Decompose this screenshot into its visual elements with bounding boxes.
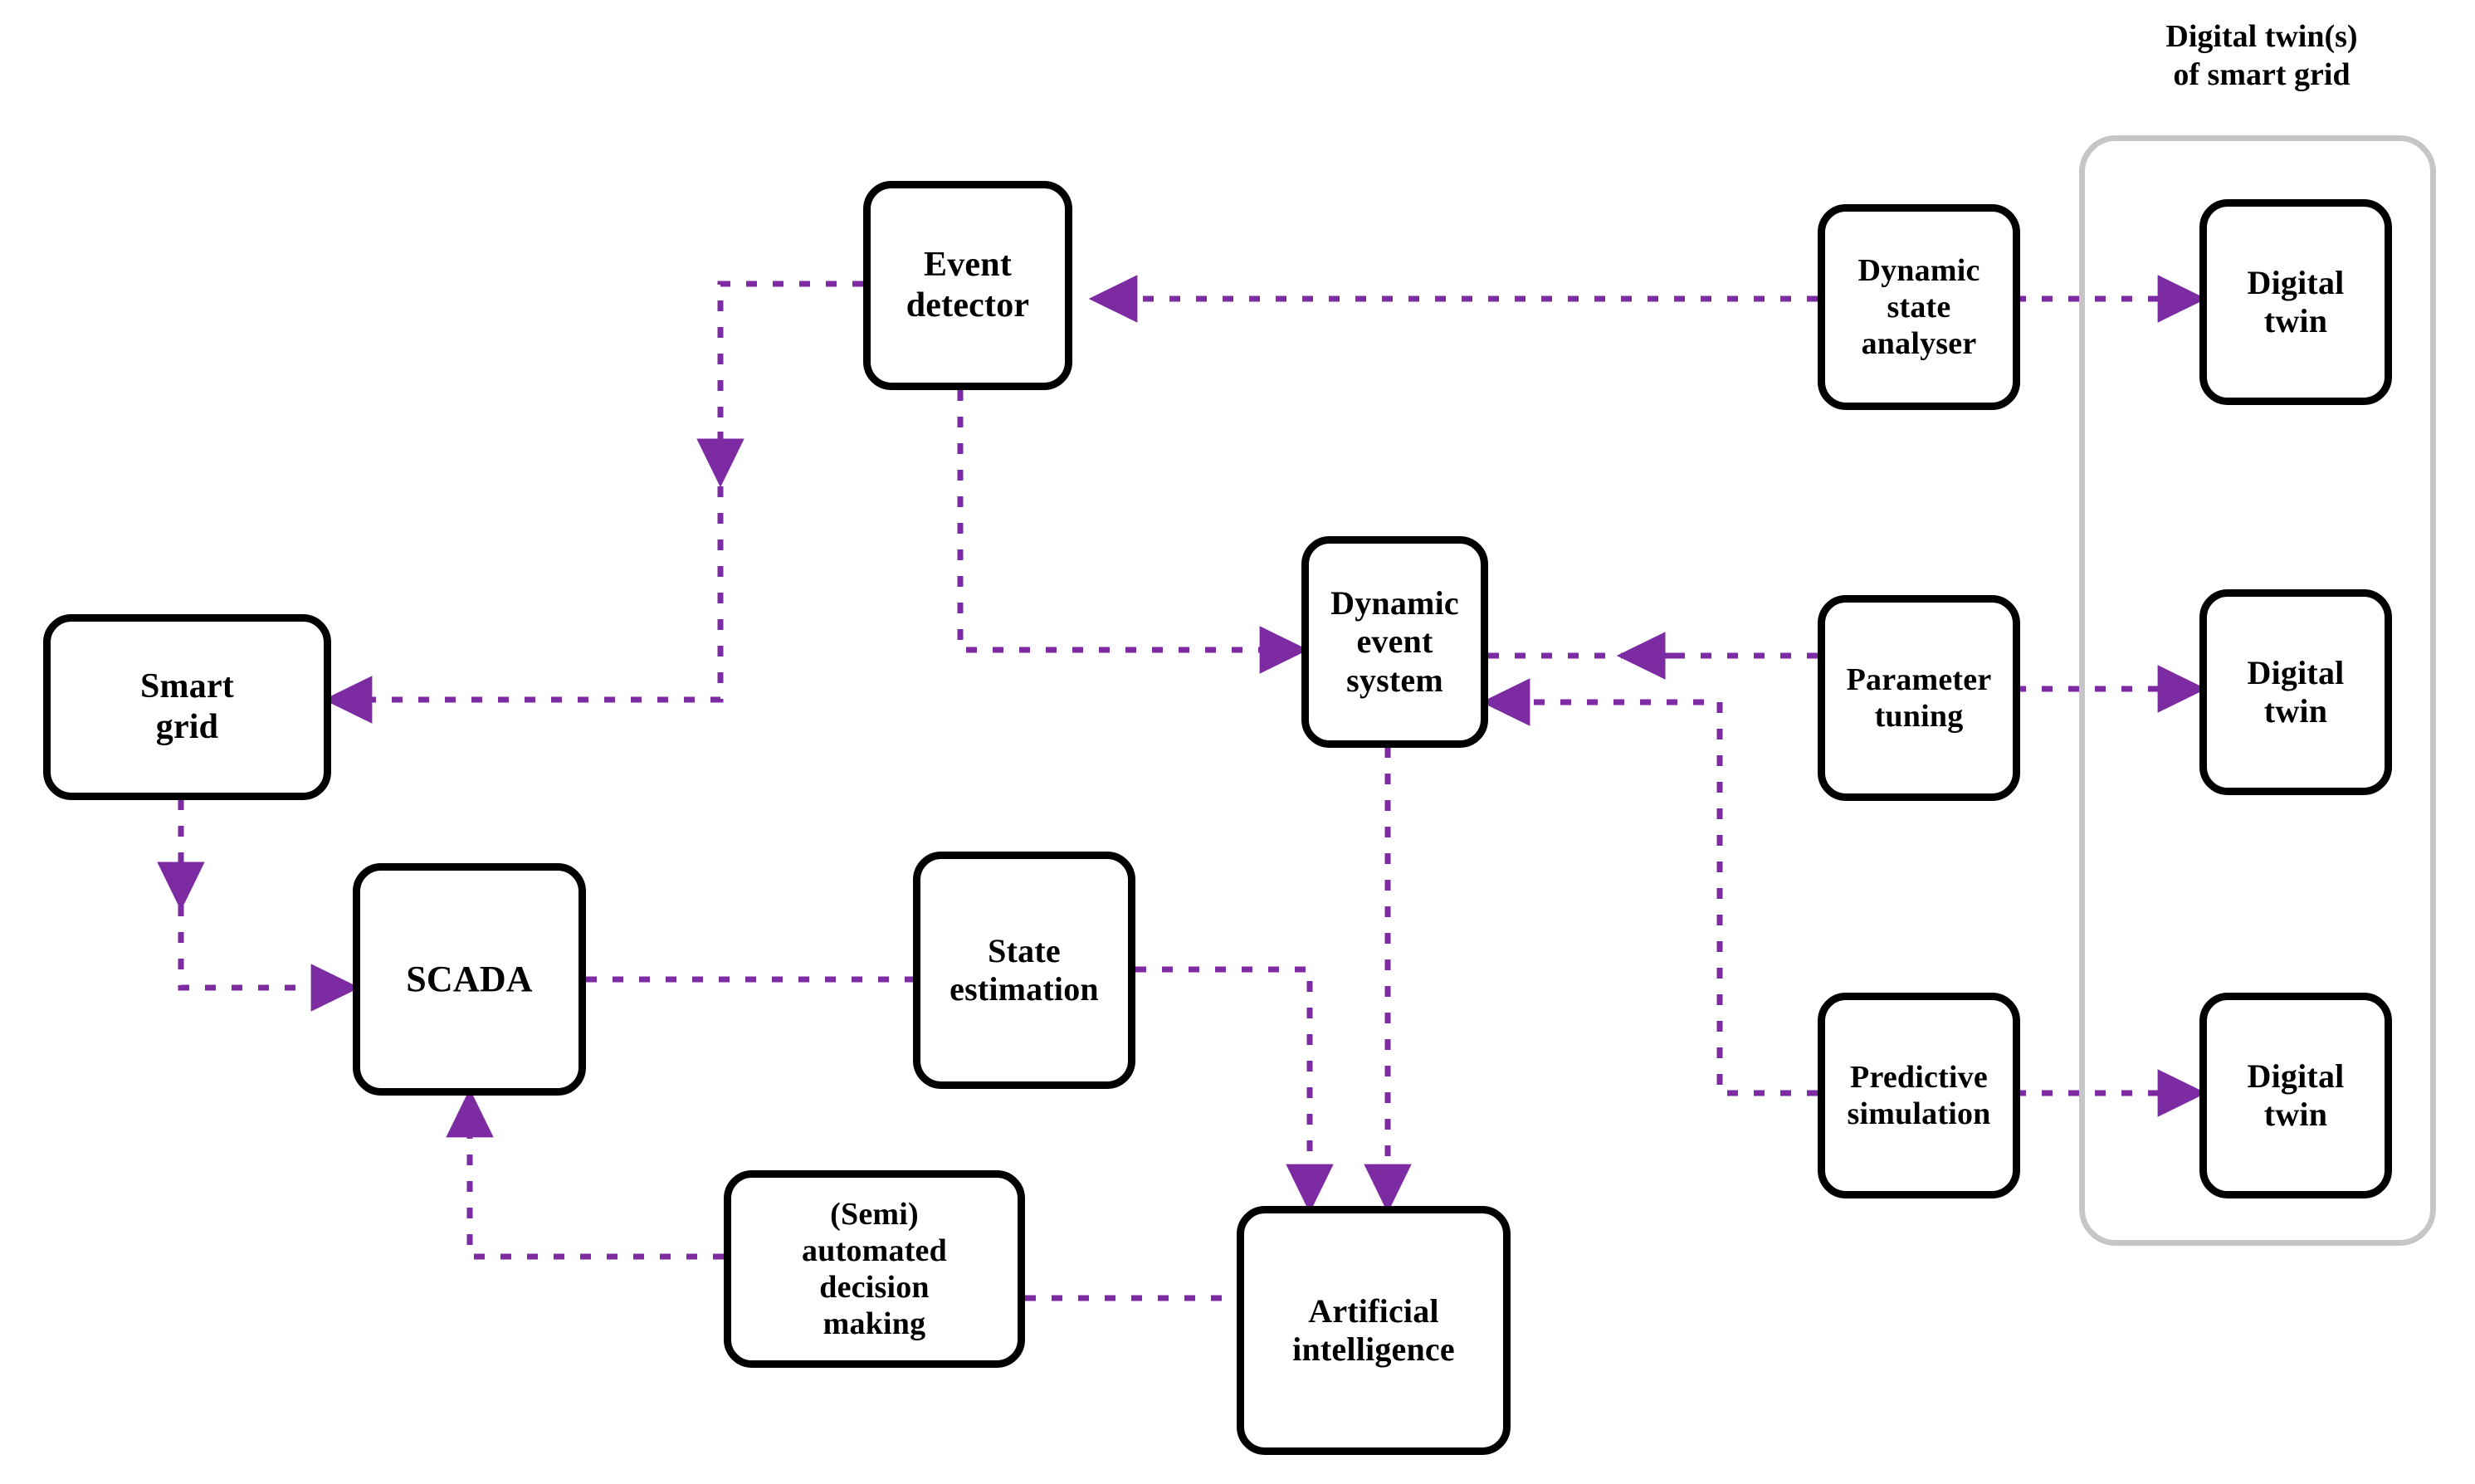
node-scada-label: SCADA xyxy=(406,959,533,1000)
node-state-estimation-label: State estimation xyxy=(949,931,1099,1008)
node-digital-twin-2-label: Digital twin xyxy=(2247,653,2345,730)
digital-twin-group-title: Digital twin(s) of smart grid xyxy=(2100,18,2424,94)
node-digital-twin-1[interactable]: Digital twin xyxy=(2199,199,2392,405)
node-smart-grid[interactable]: Smart grid xyxy=(43,614,331,800)
node-event-detector-label: Event detector xyxy=(906,246,1030,325)
node-parameter-tuning-label: Parameter tuning xyxy=(1846,661,1992,734)
node-semi-automated-decision-making[interactable]: (Semi) automated decision making xyxy=(724,1170,1025,1368)
wire-smart-grid-to-scada xyxy=(178,799,360,1012)
node-dynamic-event-system[interactable]: Dynamic event system xyxy=(1301,536,1488,748)
wire-event-detector-to-dynamic-event-system xyxy=(957,390,1309,674)
node-smart-grid-label: Smart grid xyxy=(140,667,234,746)
node-artificial-intelligence[interactable]: Artificial intelligence xyxy=(1237,1206,1511,1455)
node-state-estimation[interactable]: State estimation xyxy=(913,852,1135,1089)
node-scada[interactable]: SCADA xyxy=(353,863,586,1096)
node-dynamic-event-system-label: Dynamic event system xyxy=(1330,583,1459,699)
node-digital-twin-1-label: Digital twin xyxy=(2247,263,2345,339)
wire-event-detector-to-smart-grid xyxy=(323,281,863,724)
wire-predictive-simulation-to-dynamic-event-system xyxy=(1481,678,1818,1096)
node-dynamic-state-analyser[interactable]: Dynamic state analyser xyxy=(1818,204,2020,410)
node-parameter-tuning[interactable]: Parameter tuning xyxy=(1818,595,2020,801)
node-predictive-simulation-label: Predictive simulation xyxy=(1847,1059,1991,1131)
node-semi-automated-decision-making-label: (Semi) automated decision making xyxy=(802,1196,947,1342)
node-digital-twin-3-label: Digital twin xyxy=(2247,1057,2345,1133)
wire-state-estimation-to-artificial-intelligence xyxy=(1135,966,1334,1213)
node-dynamic-state-analyser-label: Dynamic state analyser xyxy=(1857,252,1980,362)
group-title-line-1: Digital twin(s) xyxy=(2165,19,2358,54)
wire-decision-making-to-scada xyxy=(446,1088,724,1260)
node-digital-twin-2[interactable]: Digital twin xyxy=(2199,589,2392,795)
node-event-detector[interactable]: Event detector xyxy=(863,181,1072,390)
node-digital-twin-3[interactable]: Digital twin xyxy=(2199,993,2392,1198)
node-artificial-intelligence-label: Artificial intelligence xyxy=(1292,1291,1455,1368)
group-title-line-2: of smart grid xyxy=(2173,56,2351,92)
node-predictive-simulation[interactable]: Predictive simulation xyxy=(1818,993,2020,1198)
